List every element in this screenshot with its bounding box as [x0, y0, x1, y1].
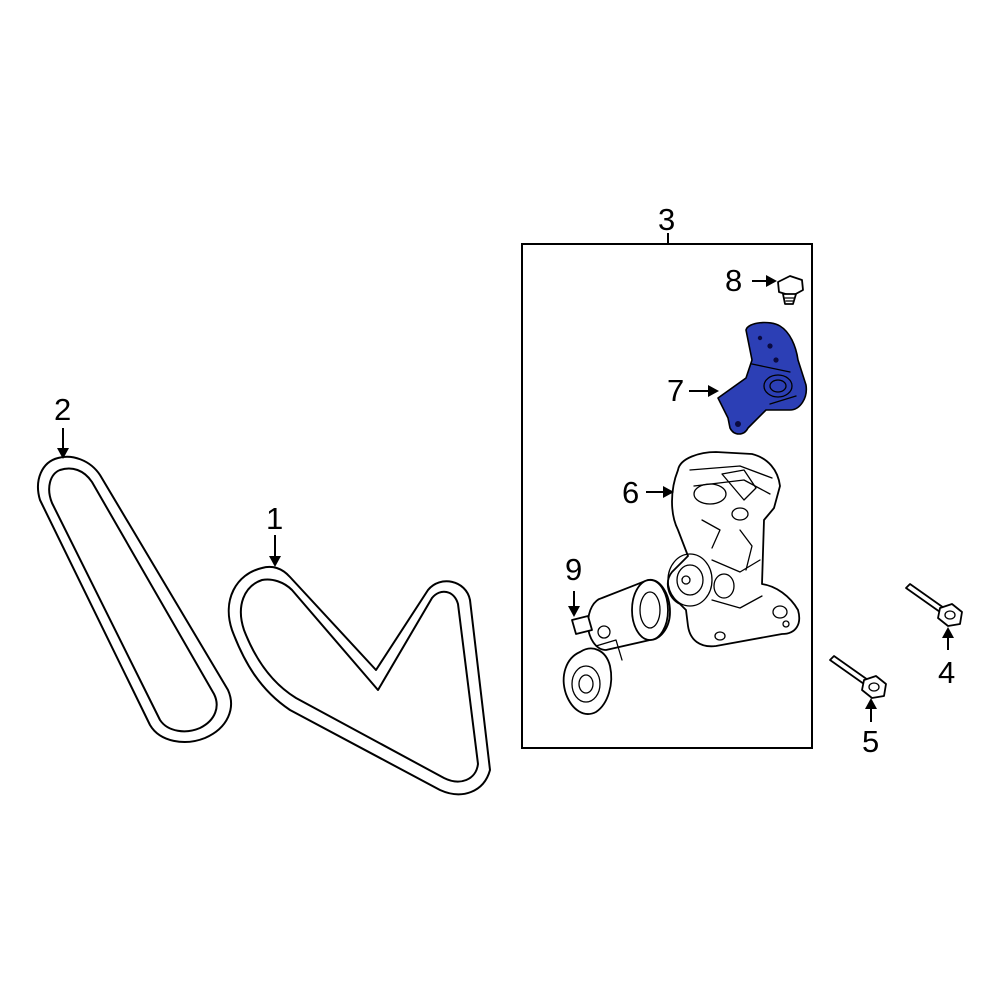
leader-7: [689, 385, 719, 397]
bracket-7-body: [717, 321, 808, 435]
leader-1: [269, 535, 281, 567]
callout-2: 2: [54, 392, 71, 427]
callout-1: 1: [266, 501, 283, 536]
bolt-4[interactable]: [905, 583, 963, 627]
bolt-5[interactable]: [829, 655, 887, 699]
belt-2[interactable]: [37, 455, 232, 743]
leader-9: [568, 591, 580, 617]
bolt-8[interactable]: [777, 275, 804, 305]
belt-1[interactable]: [227, 565, 491, 796]
callout-3: 3: [658, 202, 675, 237]
callout-5: 5: [862, 724, 879, 759]
bracket-6[interactable]: [666, 451, 801, 648]
callout-9: 9: [565, 552, 582, 587]
leader-6: [646, 486, 674, 498]
tensioner-9[interactable]: [562, 579, 671, 715]
callout-7: 7: [667, 373, 684, 408]
callout-6: 6: [622, 475, 639, 510]
callout-4: 4: [938, 655, 955, 690]
leader-8: [752, 275, 777, 287]
leader-5: [865, 698, 877, 722]
bracket-7[interactable]: [717, 321, 808, 435]
callout-8: 8: [725, 263, 742, 298]
leader-2: [57, 428, 69, 459]
leader-4: [942, 627, 954, 650]
